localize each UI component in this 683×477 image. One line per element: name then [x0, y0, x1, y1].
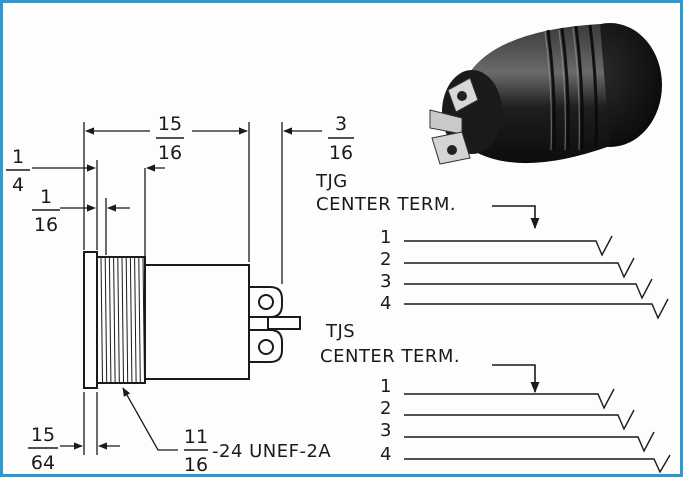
tjg-subtitle: CENTER TERM.: [316, 194, 456, 215]
thread-outline: [96, 256, 146, 384]
jack-side-view: [83, 251, 301, 389]
thread-line: [104, 257, 108, 383]
tjg-title: TJG: [315, 171, 348, 192]
thread-lines: [100, 257, 145, 383]
dimension-lines: [32, 122, 322, 455]
thread-spec: -24 UNEF-2A: [212, 441, 331, 462]
tjg-spring-1: [404, 235, 613, 257]
dim-1-16: 1 16: [32, 186, 60, 236]
thread-line: [121, 257, 124, 383]
rear-terminals: [249, 286, 301, 363]
thread-line: [100, 257, 103, 383]
tjs-spring-4: [404, 454, 671, 474]
tjs-spring-3: [404, 431, 655, 453]
dim-thread-den: 16: [184, 454, 208, 474]
dim-3-16-num: 3: [335, 113, 347, 135]
dim-1-16-den: 16: [34, 214, 58, 236]
flange-outline: [83, 251, 98, 389]
tjg-contact-2: 2: [380, 249, 391, 270]
dim-3-16: 3 16: [328, 113, 354, 164]
tjs-contact-2: 2: [380, 398, 391, 419]
dim-1-4-den: 4: [12, 174, 24, 196]
tjs-contact-4: 4: [380, 444, 391, 465]
tjs-spring-1: [404, 388, 615, 410]
dim-1-4: 1 4: [6, 146, 30, 196]
dim-3-16-den: 16: [329, 142, 353, 164]
tjs-pointer-arrow: [492, 364, 540, 394]
tjg-schematic: TJG CENTER TERM. 1 2 3 4: [315, 171, 669, 320]
drawing-canvas: 15 16 3 16 1 4 1 16 15 64 11 16 -24 UNEF…: [6, 23, 671, 474]
thread-line: [134, 257, 137, 383]
thread-line: [108, 257, 112, 383]
dim-15-16: 15 16: [156, 113, 184, 164]
tjg-contact-3: 3: [380, 271, 391, 292]
tjg-contact-1: 1: [380, 227, 391, 248]
tjg-contact-4: 4: [380, 293, 391, 314]
thread-line: [117, 257, 120, 383]
tjg-spring-4: [404, 298, 669, 320]
dim-1-4-num: 1: [12, 146, 24, 168]
thread-line: [129, 257, 133, 383]
thread-line: [138, 257, 141, 383]
tjs-schematic: TJS CENTER TERM. 1 2 3 4: [320, 321, 671, 474]
thread-line: [113, 257, 116, 383]
tjs-spring-2: [404, 409, 635, 431]
dim-15-16-den: 16: [158, 142, 182, 164]
tjg-spring-3: [404, 278, 653, 300]
tjs-subtitle: CENTER TERM.: [320, 346, 460, 367]
tjs-contact-3: 3: [380, 420, 391, 441]
body-outline: [144, 264, 250, 380]
tjs-contact-1: 1: [380, 376, 391, 397]
dim-thread-num: 11: [184, 426, 208, 448]
tjs-title: TJS: [325, 321, 355, 342]
dim-1-16-num: 1: [40, 186, 52, 208]
dim-15-16-num: 15: [158, 113, 182, 135]
dim-15-64-num: 15: [31, 424, 55, 446]
dim-15-64-den: 64: [31, 452, 55, 474]
dim-thread: 11 16 -24 UNEF-2A: [184, 426, 331, 474]
thread-line: [125, 257, 129, 383]
tjg-pointer-arrow: [492, 205, 540, 230]
jack-photo: [429, 23, 662, 165]
dim-15-64: 15 64: [28, 424, 58, 474]
tjg-spring-2: [404, 257, 635, 279]
